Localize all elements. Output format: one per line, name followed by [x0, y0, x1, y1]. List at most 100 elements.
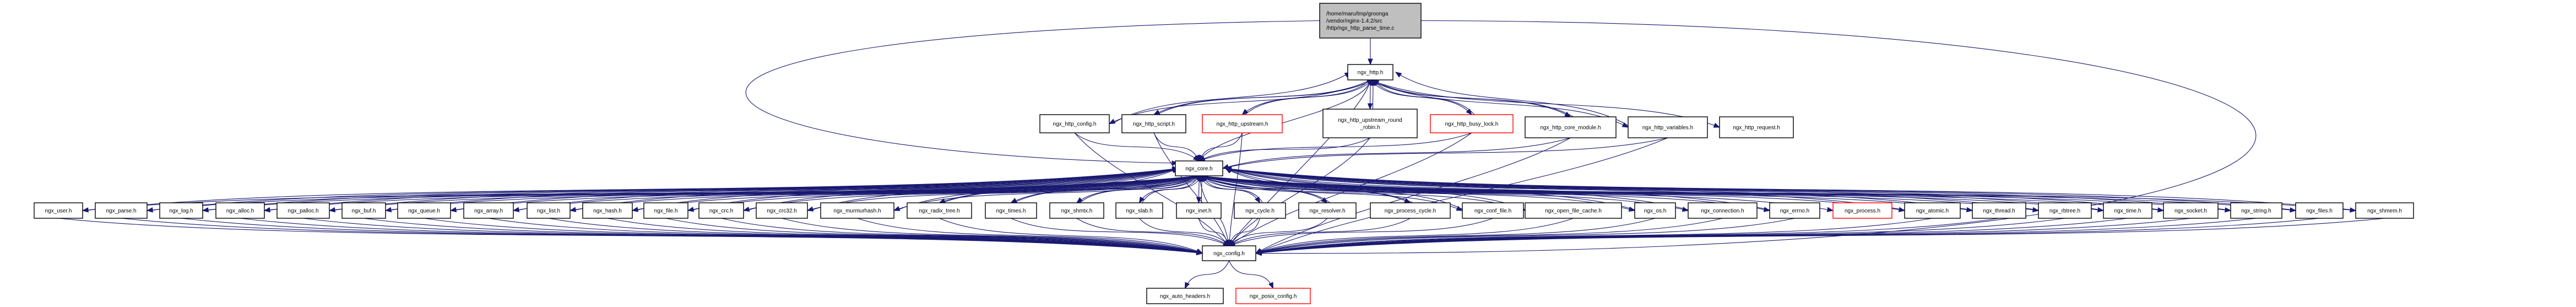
node-ngx-connection[interactable]: ngx_connection.h — [1688, 202, 1758, 219]
node-ngx-inet[interactable]: ngx_inet.h — [1176, 202, 1222, 219]
node-ngx-user[interactable]: ngx_user.h — [34, 202, 83, 219]
arrowhead-icon — [1153, 109, 1160, 115]
node-ngx-array[interactable]: ngx_array.h — [463, 202, 514, 219]
node-ngx-open-file-cache[interactable]: ngx_open_file_cache.h — [1525, 202, 1622, 219]
edge-line — [1255, 20, 2257, 254]
node-ngx-conf-file[interactable]: ngx_conf_file.h — [1462, 202, 1524, 219]
edge-line — [1228, 260, 1274, 289]
node-box — [820, 202, 894, 219]
node-ngx-thread[interactable]: ngx_thread.h — [1972, 202, 2026, 219]
arrowhead-icon — [1196, 197, 1202, 204]
node-ngx-crc32[interactable]: ngx_crc32.h — [756, 202, 808, 219]
edge-ngx_http-to-ngx_http_request — [1370, 79, 1721, 128]
edge-line — [1255, 218, 2128, 254]
node-ngx-auto-headers[interactable]: ngx_auto_headers.h — [1146, 288, 1224, 304]
node-ngx-config[interactable]: ngx_config.h — [1202, 245, 1256, 261]
node-box — [1234, 202, 1286, 219]
node-label: ngx_connection.h — [1701, 208, 1744, 214]
edge-line — [424, 218, 1203, 254]
node-label: ngx_files.h — [2306, 208, 2333, 214]
node-box — [341, 202, 386, 219]
node-label: /http/ngx_http_parse_time.c — [1326, 25, 1394, 31]
node-label: ngx_times.h — [996, 208, 1026, 214]
edge-line — [1184, 260, 1230, 289]
node-label: ngx_conf_file.h — [1474, 208, 1511, 214]
node-ngx-os[interactable]: ngx_os.h — [1634, 202, 1676, 219]
node-ngx-slab[interactable]: ngx_slab.h — [1115, 202, 1163, 219]
edge-line — [1156, 79, 1374, 115]
node-ngx-parse[interactable]: ngx_parse.h — [95, 202, 148, 219]
edge-ngx_http_variables-to-ngx_http — [1395, 72, 1631, 128]
node-ngx-cycle[interactable]: ngx_cycle.h — [1234, 202, 1286, 219]
arrowhead-icon — [631, 207, 639, 212]
node-ngx-files[interactable]: ngx_files.h — [2295, 202, 2344, 219]
node-ngx-http-busy-lock[interactable]: ngx_http_busy_lock.h — [1430, 114, 1514, 133]
edge-ngx_shmem-to-ngx_core — [1224, 166, 2359, 211]
node-box — [1322, 109, 1418, 138]
edge-line — [1111, 72, 1351, 124]
edge-line — [690, 168, 1179, 211]
node-box — [463, 202, 514, 219]
node-box — [159, 202, 203, 219]
node-box — [756, 202, 808, 219]
node-label: ngx_http_script.h — [1133, 121, 1175, 127]
node-ngx-string[interactable]: ngx_string.h — [2230, 202, 2282, 219]
node-ngx-resolver[interactable]: ngx_resolver.h — [1298, 202, 1357, 219]
arrowhead-icon — [569, 207, 577, 212]
node-ngx-http-upstream-rr[interactable]: ngx_http_upstream_round_robin.h — [1322, 109, 1418, 138]
edge-line — [1229, 218, 1493, 246]
node-ngx-list[interactable]: ngx_list.h — [527, 202, 571, 219]
node-label: ngx_user.h — [45, 208, 72, 214]
node-ngx-hash[interactable]: ngx_hash.h — [582, 202, 633, 219]
edge-line — [149, 168, 1179, 211]
edge-line — [1255, 137, 1668, 254]
node-ngx-http-request[interactable]: ngx_http_request.h — [1719, 116, 1794, 138]
node-label: ngx_process_cycle.h — [1385, 208, 1436, 214]
node-ngx-process[interactable]: ngx_process.h — [1832, 202, 1892, 219]
node-ngx-errno[interactable]: ngx_errno.h — [1769, 202, 1820, 219]
node-ngx-shmem[interactable]: ngx_shmem.h — [2355, 202, 2414, 219]
node-ngx-crc[interactable]: ngx_crc.h — [698, 202, 744, 219]
node-ngx-process-cycle[interactable]: ngx_process_cycle.h — [1370, 202, 1451, 219]
node-ngx-queue[interactable]: ngx_queue.h — [397, 202, 451, 219]
node-ngx-buf[interactable]: ngx_buf.h — [341, 202, 386, 219]
node-ngx-alloc[interactable]: ngx_alloc.h — [215, 202, 265, 219]
node-ngx-log[interactable]: ngx_log.h — [159, 202, 203, 219]
node-ngx-http[interactable]: ngx_http.h — [1347, 64, 1393, 80]
node-root: /home/maru/tmp/groonga/vendor/nginx-1.4.… — [1319, 3, 1422, 39]
arrowhead-icon — [1010, 197, 1018, 203]
node-box — [1347, 64, 1393, 80]
edge-line — [1198, 132, 1472, 161]
edge-line — [1225, 168, 2359, 211]
node-ngx-http-variables[interactable]: ngx_http_variables.h — [1628, 116, 1708, 138]
edge-root-to-ngx_core — [745, 20, 1320, 166]
node-ngx-http-script[interactable]: ngx_http_script.h — [1121, 114, 1186, 133]
node-label: ngx_os.h — [1644, 208, 1667, 214]
node-label: ngx_hash.h — [593, 208, 622, 214]
node-box — [2295, 202, 2344, 219]
edge-line — [782, 218, 1203, 254]
node-ngx-times[interactable]: ngx_times.h — [985, 202, 1037, 219]
node-ngx-palloc[interactable]: ngx_palloc.h — [276, 202, 330, 219]
node-ngx-radix-tree[interactable]: ngx_radix_tree.h — [907, 202, 972, 219]
node-ngx-shmtx[interactable]: ngx_shmtx.h — [1049, 202, 1104, 219]
node-ngx-http-upstream[interactable]: ngx_http_upstream.h — [1202, 114, 1283, 133]
node-label: /home/maru/tmp/groonga — [1326, 11, 1389, 17]
node-ngx-core[interactable]: ngx_core.h — [1175, 160, 1223, 176]
node-label: ngx_atomic.h — [1916, 208, 1949, 214]
arrowhead-icon — [1367, 103, 1373, 110]
node-ngx-file[interactable]: ngx_file.h — [643, 202, 688, 219]
node-ngx-murmurhash[interactable]: ngx_murmurhash.h — [820, 202, 894, 219]
node-label: ngx_errno.h — [1780, 208, 1809, 214]
node-ngx-http-config[interactable]: ngx_http_config.h — [1039, 114, 1110, 133]
node-ngx-rbtree[interactable]: ngx_rbtree.h — [2038, 202, 2092, 219]
node-ngx-http-core-module[interactable]: ngx_http_core_module.h — [1525, 116, 1617, 138]
edge-line — [810, 168, 1179, 211]
node-ngx-posix-config[interactable]: ngx_posix_config.h — [1235, 288, 1311, 304]
edge-line — [1255, 218, 1933, 254]
node-label: ngx_http_config.h — [1053, 121, 1097, 127]
node-ngx-socket[interactable]: ngx_socket.h — [2163, 202, 2219, 219]
node-ngx-time[interactable]: ngx_time.h — [2103, 202, 2152, 219]
node-label: ngx_open_file_cache.h — [1545, 208, 1602, 214]
node-ngx-atomic[interactable]: ngx_atomic.h — [1904, 202, 1961, 219]
